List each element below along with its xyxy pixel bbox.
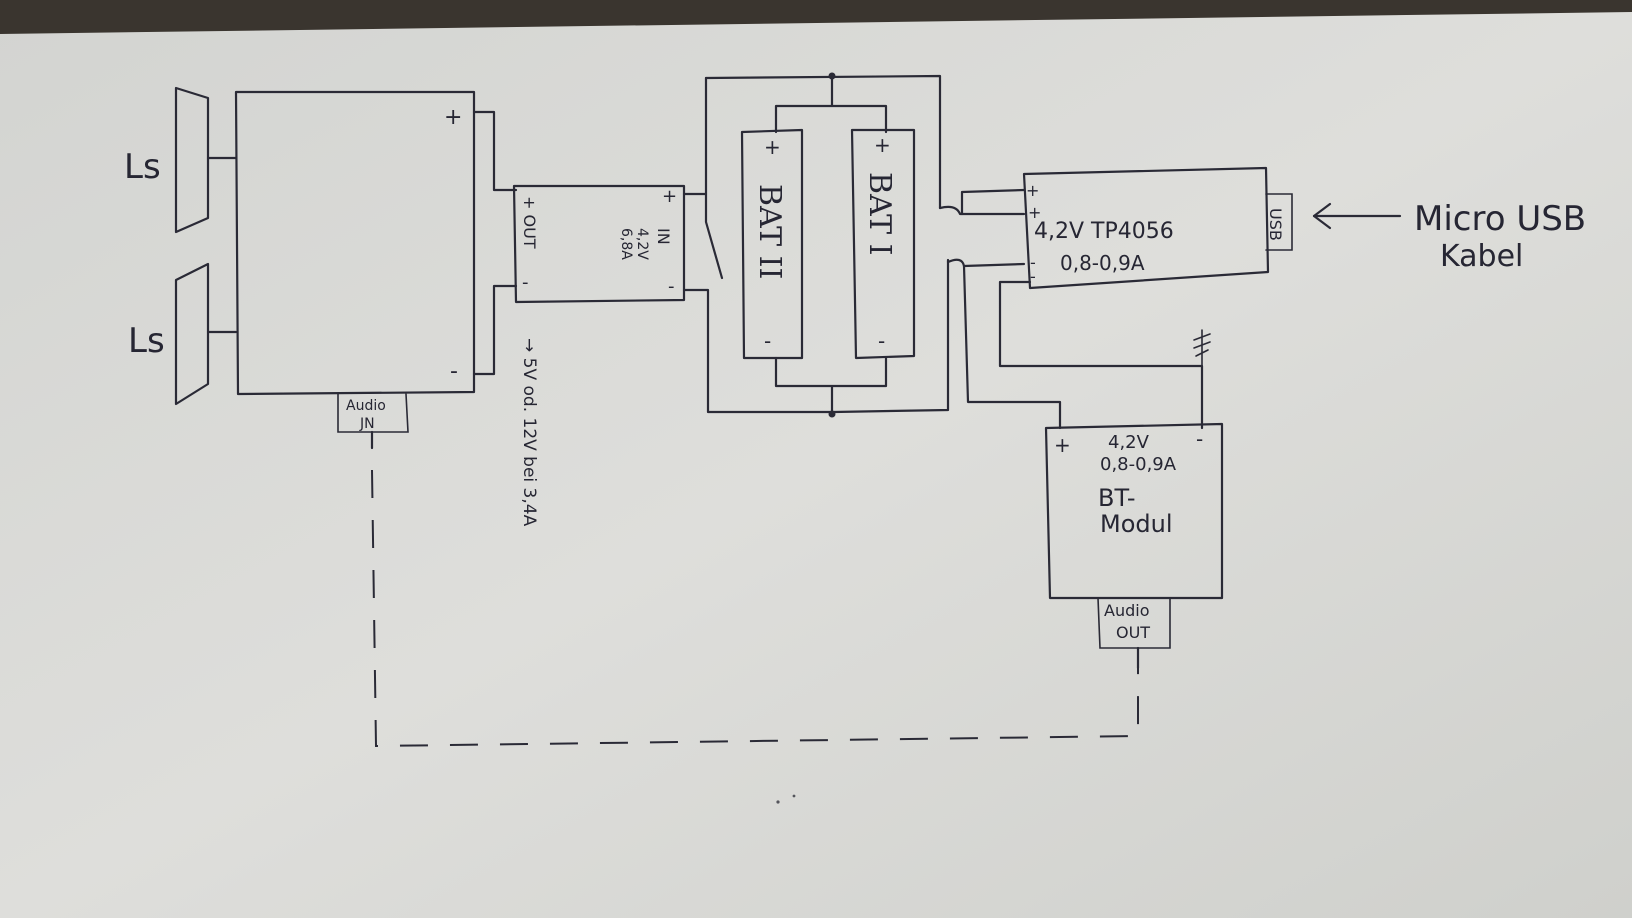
charger-plus-2: + [1028, 203, 1041, 222]
bt-name-2: Modul [1100, 510, 1173, 538]
charger-minus-2: - [1030, 267, 1036, 286]
bt-voltage: 4,2V [1108, 432, 1150, 453]
bt-plus: + [1054, 433, 1071, 457]
stepup-out-label: + OUT [520, 196, 539, 249]
charger-current: 0,8-0,9A [1060, 251, 1145, 275]
stepup-in-label: IN [654, 228, 673, 245]
wire-amp-minus [472, 284, 518, 376]
audio-out-label-1: Audio [1104, 601, 1149, 620]
power-switch [682, 192, 724, 280]
paper-sheet [0, 12, 1632, 918]
amplifier-block [234, 90, 476, 396]
speaker-bottom [174, 262, 238, 406]
usb-port-label: USB [1266, 208, 1285, 241]
amplifier-audio-input [337, 393, 409, 450]
audio-cable-dashed [371, 469, 1139, 748]
battery-1 [850, 128, 916, 360]
usb-cable-note-1: Micro USB [1414, 199, 1586, 239]
charger-minus-1: - [1030, 253, 1036, 272]
stepup-in-plus: + [662, 186, 677, 207]
stepup-block [512, 184, 686, 304]
charger-plus-1: + [1026, 181, 1039, 200]
battery-2-label: BAT II [752, 184, 787, 279]
stepup-spec-2: 6,8A [618, 228, 634, 260]
battery-1-plus: + [874, 133, 891, 157]
battery-2 [740, 128, 804, 360]
charger-name: 4,2V TP4056 [1034, 219, 1174, 244]
stepup-spec-1: 4,2V [634, 228, 650, 260]
amplifier-plus: + [444, 105, 462, 130]
bt-name-1: BT- [1098, 484, 1136, 512]
audio-out-label-2: OUT [1116, 623, 1150, 642]
speaker-label-bottom: Ls [128, 321, 165, 361]
stepup-in-minus: - [668, 276, 675, 297]
audio-in-label-1: Audio [346, 398, 386, 414]
bt-audio-output [1097, 597, 1171, 670]
bt-current: 0,8-0,9A [1100, 454, 1177, 475]
usb-cable-note-2: Kabel [1440, 239, 1523, 274]
battery-1-label: BAT I [862, 172, 897, 255]
arrow-left-icon [1312, 202, 1402, 230]
speaker-label-top: Ls [124, 147, 161, 187]
battery-1-minus: - [878, 329, 885, 353]
bt-minus: - [1196, 427, 1203, 451]
speaker-top [174, 86, 238, 234]
amplifier-minus: - [450, 359, 458, 384]
wire-amp-plus [472, 110, 518, 192]
bt-module-block [1044, 422, 1224, 600]
stepup-out-minus: - [522, 272, 529, 293]
audio-in-label-2: JN [359, 416, 375, 432]
wire-charger-bt [998, 280, 1204, 430]
charger-block [1022, 166, 1270, 290]
battery-2-minus: - [764, 329, 771, 353]
stepup-output-note: → 5V od. 12V bei 3,4A [519, 338, 539, 527]
wire-battery-bottom-bus [774, 356, 888, 416]
battery-2-plus: + [764, 135, 781, 159]
wire-battery-top-bus [704, 74, 942, 210]
usb-port [1265, 193, 1293, 251]
antenna-icon [1193, 329, 1211, 367]
